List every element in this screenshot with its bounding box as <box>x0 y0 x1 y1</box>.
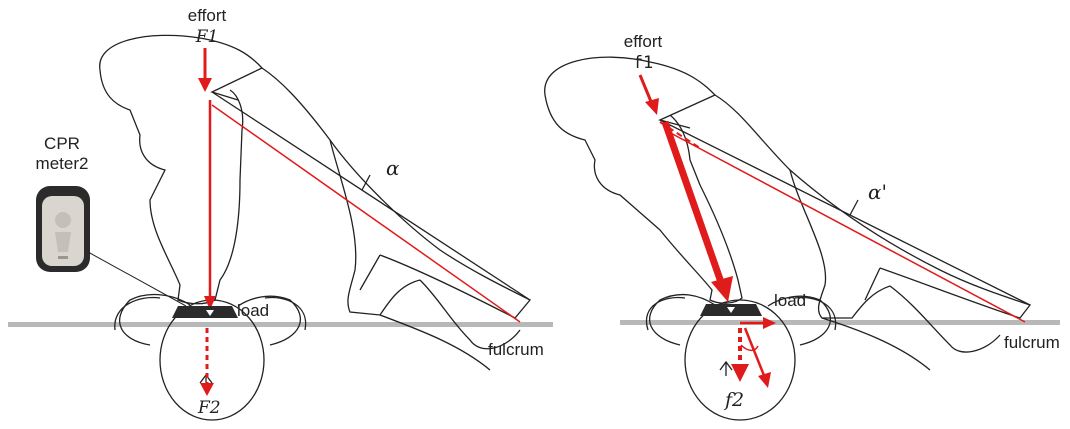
compression-arrowhead-right <box>711 276 733 302</box>
reaction-arrowhead-left <box>200 383 214 396</box>
fulcrum-label-right: fulcrum <box>1004 333 1060 353</box>
angle-arc-right <box>741 345 758 350</box>
diagonal-force-arrow <box>745 328 765 378</box>
right-panel <box>545 57 1060 420</box>
effort-arrow-right <box>640 75 652 104</box>
effort-symbol-right: f1 <box>633 53 653 73</box>
angle-symbol-left: α <box>386 158 400 178</box>
effort-symbol-left: F1 <box>196 27 219 47</box>
cpr-meter-device-icon <box>36 186 90 272</box>
effort-arrowhead-left <box>198 78 212 92</box>
reaction-arrowhead-right <box>731 364 749 382</box>
effort-label-right: effort <box>624 32 662 52</box>
angle-tick-right <box>850 200 858 215</box>
fulcrum-label-left: fulcrum <box>488 340 544 360</box>
angle-symbol-right: α' <box>868 182 887 202</box>
device-label: CPR meter2 <box>36 134 89 174</box>
reaction-symbol-left: F2 <box>198 398 221 418</box>
load-label-left: load <box>237 301 269 321</box>
lever-outline-left <box>212 92 530 300</box>
horizontal-force-arrowhead <box>763 317 776 329</box>
rescuer-left <box>100 35 530 370</box>
chest-device-left <box>172 306 238 318</box>
lever-outline-right <box>660 120 1030 305</box>
diagonal-force-arrowhead <box>758 372 771 388</box>
device-pointer-line <box>88 252 186 306</box>
effort-arrowhead-right <box>645 98 659 115</box>
angle-tick-left <box>362 175 370 190</box>
left-panel <box>8 35 553 420</box>
effort-label-left: effort <box>188 6 226 26</box>
lever-line-left <box>212 105 520 322</box>
load-label-right: load <box>774 291 806 311</box>
reaction-symbol-right: f2 <box>725 390 744 410</box>
floor-line-left <box>8 322 553 327</box>
